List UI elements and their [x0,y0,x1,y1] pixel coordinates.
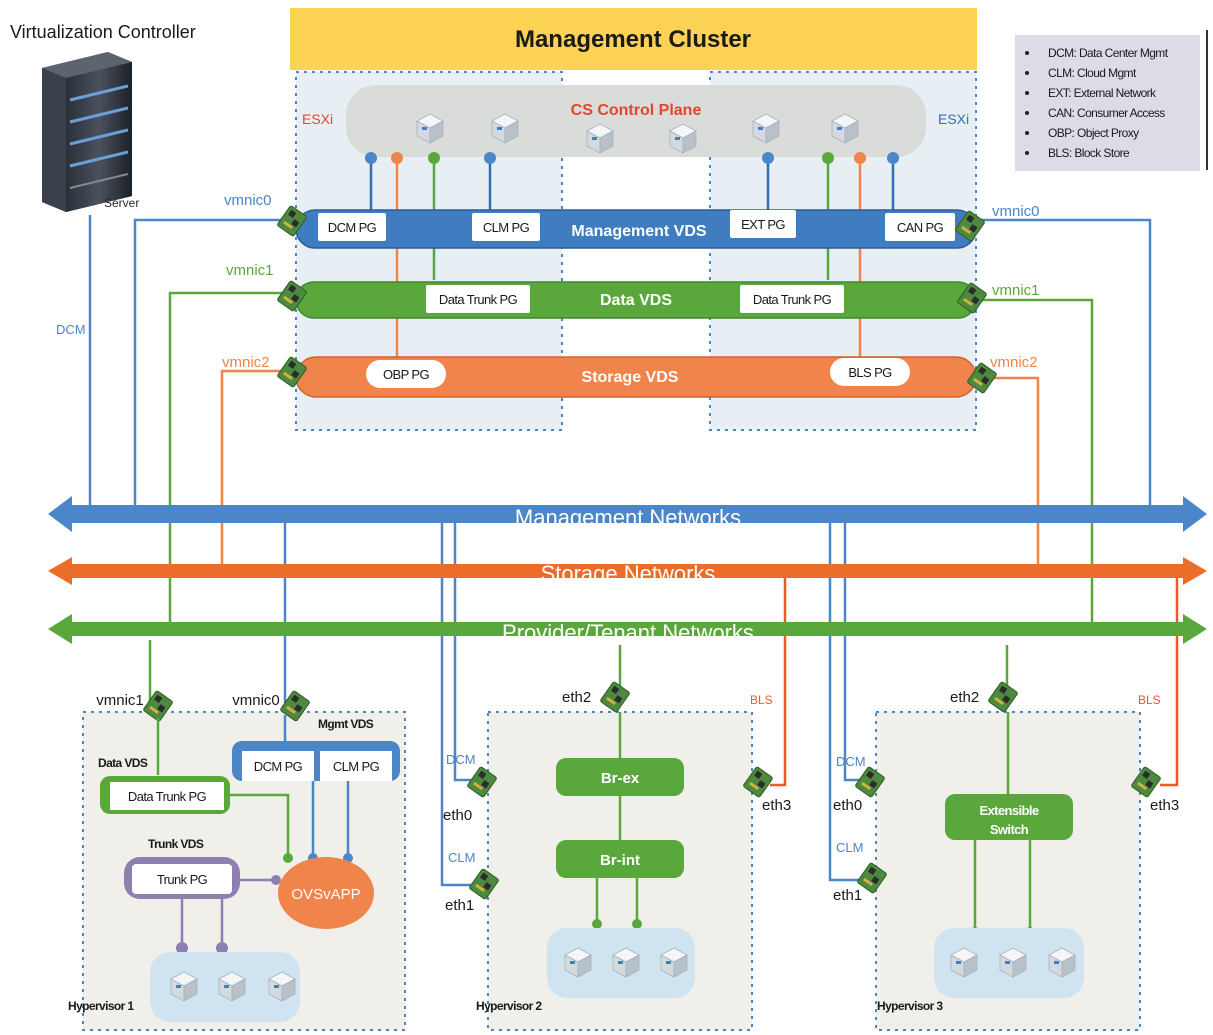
control-plane [346,85,926,157]
h1-data-trunk-pg: Data Trunk PG [128,789,207,804]
provider-tenant-networks-label: Provider/Tenant Networks [502,620,754,645]
storage-vds-label: Storage VDS [582,369,679,386]
vmnic0-left-label: vmnic0 [224,192,272,209]
h2-eth0-label: eth0 [443,807,472,824]
legend: DCM: Data Center Mgmt CLM: Cloud Mgmt EX… [1015,35,1200,171]
h1-vmnic0-label: vmnic0 [232,692,280,709]
controller-label: Virtualization Controller [10,22,196,42]
dcm-side-label: DCM [56,322,86,337]
control-plane-label: CS Control Plane [571,102,702,119]
h2-eth1-label: eth1 [445,897,474,914]
h2-bls-label: BLS [750,693,773,707]
h2-br-int: Br-int [600,852,640,869]
provider-tenant-networks: Provider/Tenant Networks [48,614,1207,645]
bls-pg: BLS PG [848,365,892,380]
h1-dcm-pg: DCM PG [254,759,303,774]
h3-eth0-label: eth0 [833,797,862,814]
vmnic0-right-label: vmnic0 [992,203,1040,220]
esxi-label-left: ESXi [302,111,333,127]
legend-item: EXT: External Network [1048,86,1157,100]
h3-clm-label: CLM [836,840,863,855]
esxi-label-right: ESXi [938,111,969,127]
vmnic2-left-label: vmnic2 [222,354,270,371]
h3-bls-label: BLS [1138,693,1161,707]
h3-switch-line2: Switch [990,822,1029,837]
vmnic1-left-label: vmnic1 [226,262,274,279]
data-trunk-pg: Data Trunk PG [439,292,518,307]
legend-item: CLM: Cloud Mgmt [1048,66,1137,80]
h2-dcm-label: DCM [446,752,476,767]
ext-pg: EXT PG [741,217,785,232]
clm-pg: CLM PG [483,220,530,235]
h1-mgmt-vds-label: Mgmt VDS [318,717,374,731]
legend-item: DCM: Data Center Mgmt [1048,46,1169,60]
h1-clm-pg: CLM PG [333,759,380,774]
nic-icon [599,680,631,714]
server-label: Server [104,196,139,210]
hypervisor-1: vmnic1 vmnic0 Mgmt VDS DCM PG CLM PG Dat… [68,689,406,1031]
data-vds-label: Data VDS [600,292,672,309]
hypervisor-2: eth2 BLS DCM eth0 CLM eth1 eth3 Br-ex Br… [443,680,791,1031]
h1-ovsvapp: OVSvAPP [291,886,360,903]
vmnic1-right-label: vmnic1 [992,282,1040,299]
h3-switch-line1: Extensible [979,803,1038,818]
can-pg: CAN PG [897,220,944,235]
dcm-pg: DCM PG [328,220,377,235]
h2-eth2-label: eth2 [562,689,591,706]
legend-item: BLS: Block Store [1048,146,1130,160]
h2-eth3-label: eth3 [762,797,791,814]
storage-networks-label: Storage Networks [541,561,716,586]
hypervisor-3: eth2 BLS DCM eth0 CLM eth1 eth3 Extensib… [833,680,1179,1031]
h3-title: Hypervisor 3 [877,999,943,1013]
cluster-header [290,8,977,70]
vmnic2-right-label: vmnic2 [990,354,1038,371]
obp-pg: OBP PG [383,367,430,382]
h2-title: Hypervisor 2 [476,999,542,1013]
h1-vmnic1-label: vmnic1 [96,692,144,709]
server-icon [42,52,132,212]
nic-icon [987,680,1019,714]
data-vds: Data VDS Data Trunk PG Data Trunk PG [295,281,977,319]
legend-item: OBP: Object Proxy [1048,126,1139,140]
h2-clm-label: CLM [448,850,475,865]
management-vds: Management VDS DCM PG CLM PG EXT PG CAN … [295,209,977,249]
storage-networks: Storage Networks [48,557,1207,586]
h3-eth2-label: eth2 [950,689,979,706]
cluster-title: Management Cluster [515,26,751,53]
h3-dcm-label: DCM [836,754,866,769]
management-networks: Management Networks [48,496,1207,532]
h3-eth1-label: eth1 [833,887,862,904]
h1-trunk-vds-label: Trunk VDS [148,837,204,851]
management-networks-label: Management Networks [515,505,741,530]
h1-trunk-pg: Trunk PG [157,872,208,887]
storage-vds: Storage VDS OBP PG BLS PG [295,356,977,398]
h3-eth3-label: eth3 [1150,797,1179,814]
data-trunk-pg: Data Trunk PG [753,292,832,307]
h2-br-ex: Br-ex [601,770,640,787]
legend-item: CAN: Consumer Access [1048,106,1165,120]
h1-data-vds-label: Data VDS [98,756,148,770]
management-vds-label: Management VDS [571,223,706,240]
h1-title: Hypervisor 1 [68,999,134,1013]
